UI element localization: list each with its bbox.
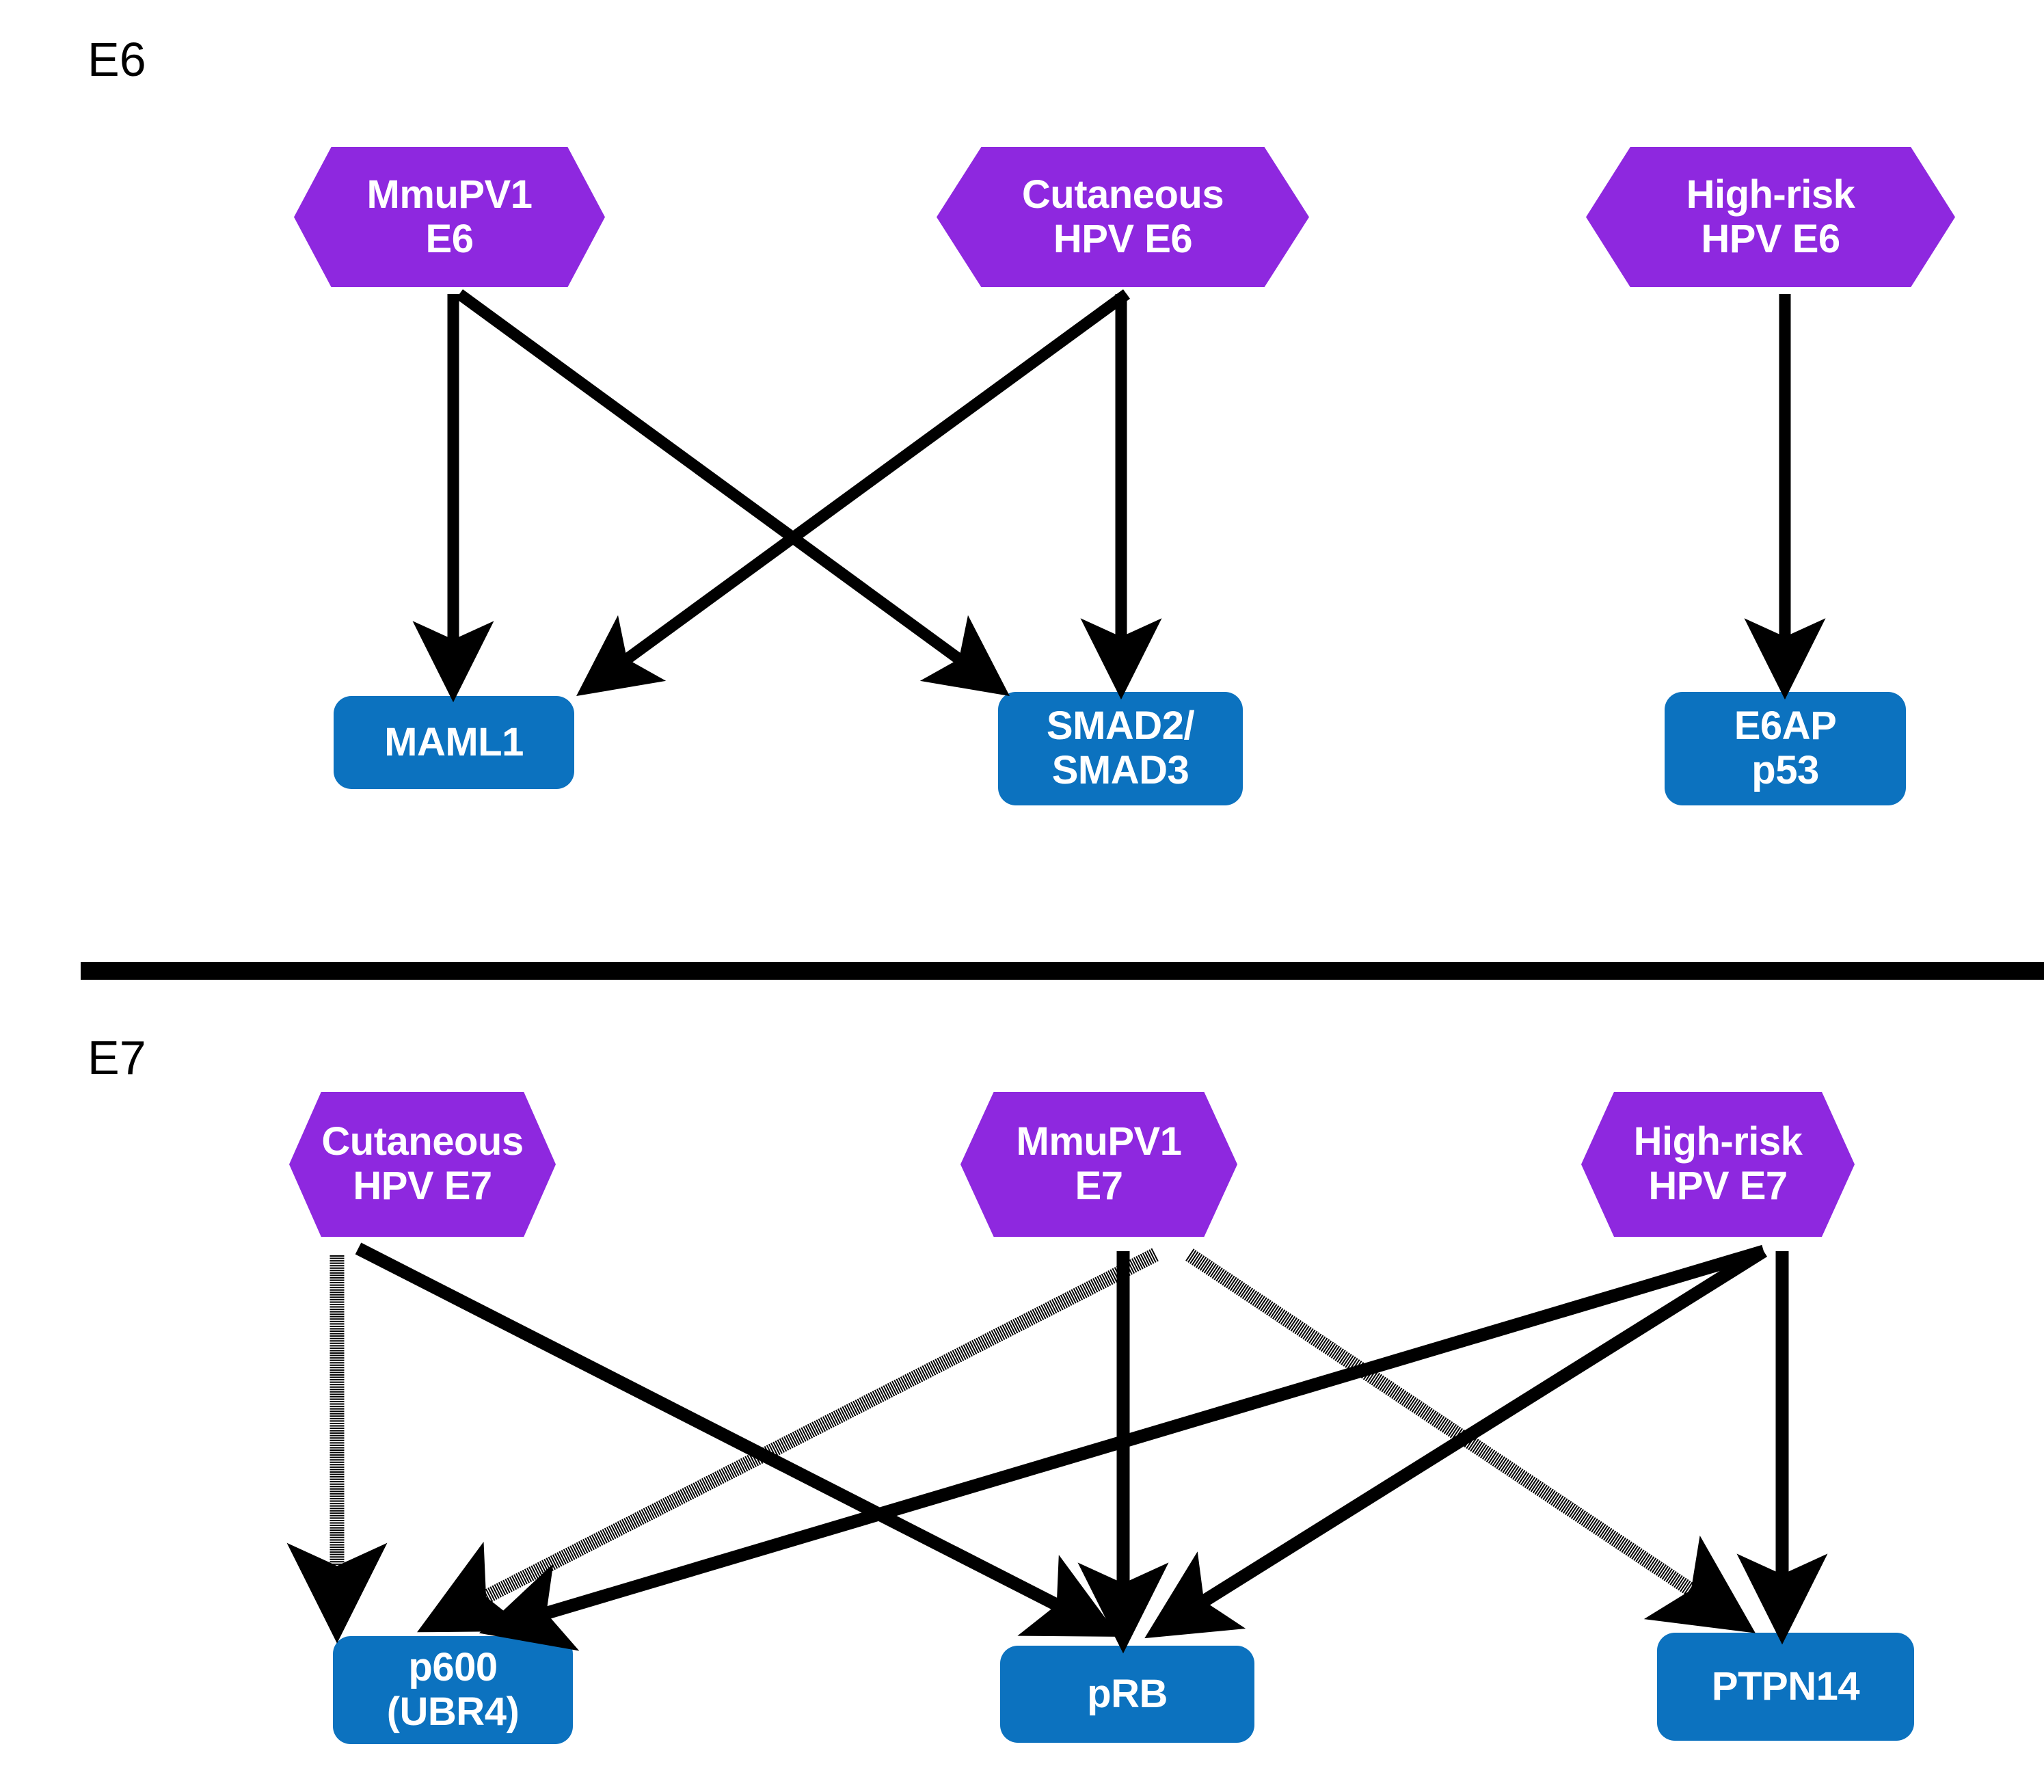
node-label: E6AP p53 [1734, 704, 1837, 792]
section-label-e6: E6 [88, 33, 146, 86]
edge-mmupv1e7-p600 [417, 1248, 1159, 1633]
node-label: MAML1 [384, 719, 524, 764]
node-high-risk-hpv-e6[interactable]: High-risk HPV E6 [1586, 147, 1955, 287]
node-mmupv1-e7[interactable]: MmuPV1 E7 [960, 1092, 1237, 1237]
node-label: pRB [1087, 1671, 1168, 1716]
edge-mmupv1e6-smad [455, 289, 1010, 697]
node-label: MmuPV1 E7 [1016, 1119, 1182, 1208]
node-label: MmuPV1 E6 [366, 172, 533, 261]
node-ptpn14[interactable]: PTPN14 [1657, 1633, 1914, 1741]
node-p600-ubr4[interactable]: p600 (UBR4) [333, 1636, 573, 1744]
section-divider [81, 962, 2044, 980]
node-label: p600 (UBR4) [386, 1645, 520, 1734]
node-cutaneous-hpv-e7[interactable]: Cutaneous HPV E7 [289, 1092, 556, 1237]
edge-cutaneouse7-prb [355, 1242, 1120, 1637]
node-label: SMAD2/ SMAD3 [1046, 704, 1195, 792]
node-cutaneous-hpv-e6[interactable]: Cutaneous HPV E6 [937, 147, 1309, 287]
edge-highriske7-p600 [479, 1244, 1766, 1651]
node-maml1[interactable]: MAML1 [334, 696, 574, 789]
node-label: PTPN14 [1711, 1663, 1860, 1709]
node-smad2-smad3[interactable]: SMAD2/ SMAD3 [998, 692, 1243, 805]
edge-cutaneouse6-maml1 [576, 289, 1131, 697]
section-label-e7: E7 [88, 1031, 146, 1084]
node-label: High-risk HPV E7 [1633, 1119, 1803, 1208]
node-prb[interactable]: pRB [1000, 1646, 1254, 1743]
node-label: Cutaneous HPV E7 [321, 1119, 524, 1208]
node-mmupv1-e6[interactable]: MmuPV1 E6 [294, 147, 605, 287]
edge-highriske7-prb [1144, 1245, 1768, 1639]
edge-mmupv1e7-ptpn14 [1185, 1248, 1756, 1633]
node-label: High-risk HPV E6 [1686, 172, 1855, 261]
node-label: Cutaneous HPV E6 [1021, 172, 1224, 261]
node-high-risk-hpv-e7[interactable]: High-risk HPV E7 [1581, 1092, 1855, 1237]
node-e6ap-p53[interactable]: E6AP p53 [1665, 692, 1906, 805]
